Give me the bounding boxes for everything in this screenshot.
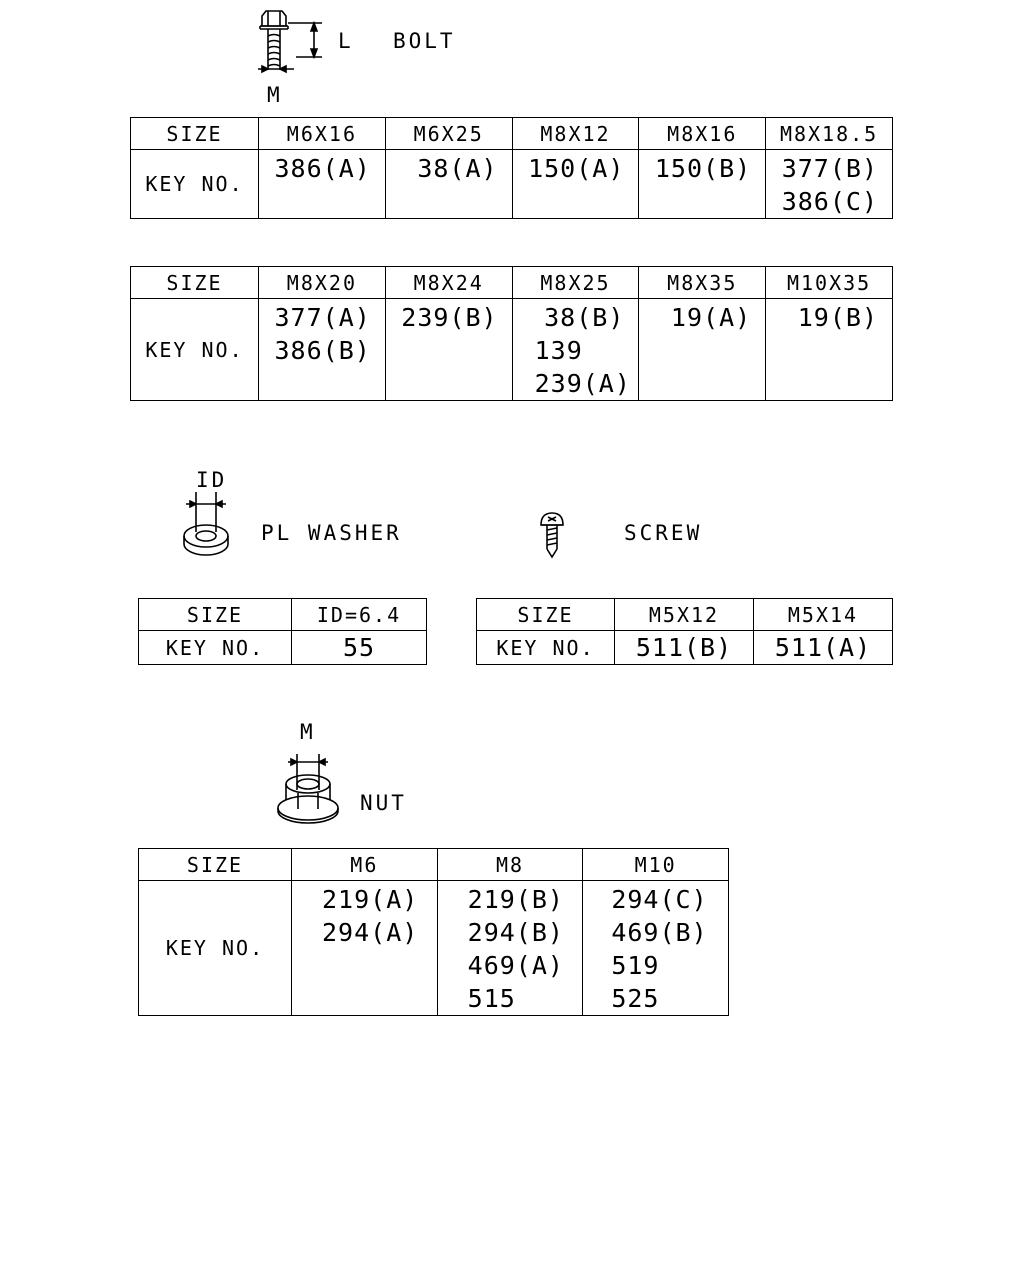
- key-value: 219(A): [322, 885, 419, 914]
- size-cell: M8X25: [511, 266, 640, 299]
- key-cell: 150(B): [638, 149, 767, 219]
- key-cell: 239(B): [384, 298, 513, 401]
- key-cell: 511(A): [753, 630, 893, 665]
- bolt-table-1: SIZE M6X16 M6X25 M8X12 M8X16 M8X18.5 KEY…: [130, 117, 893, 219]
- size-cell: M10: [582, 848, 729, 881]
- key-cell: 219(B) 294(B) 469(A) 515: [436, 880, 584, 1016]
- key-value: 519: [611, 951, 660, 980]
- key-cell: 19(A): [638, 298, 767, 401]
- size-cell: M8: [436, 848, 584, 881]
- key-cell: 150(A): [511, 149, 640, 219]
- nut-label: NUT: [360, 791, 407, 815]
- bolt-icon: [258, 10, 322, 74]
- key-value: 386(B): [274, 336, 371, 365]
- key-header: KEY NO.: [138, 630, 292, 665]
- bolt-label: BOLT: [393, 29, 456, 53]
- size-header: SIZE: [138, 598, 292, 631]
- key-cell: 294(C) 469(B) 519 525: [582, 880, 729, 1016]
- key-value: 294(C): [611, 885, 708, 914]
- key-value: 55: [342, 633, 376, 662]
- size-header: SIZE: [130, 117, 259, 150]
- screw-label: SCREW: [624, 521, 703, 545]
- size-header: SIZE: [130, 266, 259, 299]
- washer-icon: [183, 492, 229, 556]
- size-cell: M8X20: [258, 266, 386, 299]
- key-value: 139: [534, 336, 583, 365]
- key-cell: 377(A) 386(B): [258, 298, 386, 401]
- key-value: 386(C): [781, 187, 878, 216]
- key-value: 469(A): [467, 951, 564, 980]
- size-header: SIZE: [476, 598, 615, 631]
- key-value: 294(A): [322, 918, 419, 947]
- washer-label: PL WASHER: [261, 521, 402, 545]
- bolt-thread-label: M: [267, 83, 283, 107]
- key-header: KEY NO.: [130, 149, 259, 219]
- size-cell: M10X35: [765, 266, 893, 299]
- key-cell: 377(B) 386(C): [765, 149, 893, 219]
- key-value: 515: [467, 984, 516, 1013]
- key-value: 19(A): [670, 303, 752, 332]
- size-cell: M8X35: [638, 266, 767, 299]
- bolt-table-2: SIZE M8X20 M8X24 M8X25 M8X35 M10X35 KEY …: [130, 266, 893, 401]
- key-value: 239(A): [534, 369, 631, 398]
- screw-icon: [540, 512, 564, 559]
- washer-id-label: ID: [196, 468, 228, 492]
- key-value: 150(A): [528, 154, 625, 183]
- key-value: 377(B): [781, 154, 878, 183]
- key-cell: 386(A): [258, 149, 386, 219]
- nut-dim-label: M: [300, 720, 316, 744]
- key-value: 150(B): [654, 154, 752, 183]
- size-header: SIZE: [138, 848, 292, 881]
- size-cell: M8X18.5: [765, 117, 893, 150]
- key-value: 219(B): [467, 885, 564, 914]
- size-cell: M8X24: [384, 266, 513, 299]
- size-cell: M6: [291, 848, 438, 881]
- size-cell: M5X14: [753, 598, 893, 631]
- key-value: 525: [611, 984, 660, 1013]
- key-header: KEY NO.: [138, 880, 292, 1016]
- key-value: 377(A): [274, 303, 371, 332]
- size-cell: M6X16: [258, 117, 386, 150]
- key-cell: 38(A): [384, 149, 513, 219]
- key-value: 511(A): [774, 633, 872, 662]
- size-cell: ID=6.4: [291, 598, 427, 631]
- key-cell: 511(B): [614, 630, 754, 665]
- key-value: 38(A): [417, 154, 498, 183]
- key-value: 469(B): [611, 918, 708, 947]
- key-header: KEY NO.: [130, 298, 259, 401]
- key-value: 239(B): [401, 303, 498, 332]
- key-value: 511(B): [635, 633, 733, 662]
- key-value: 294(B): [467, 918, 564, 947]
- nut-table: SIZE M6 M8 M10 KEY NO. 219(A) 294(A) 219(…: [138, 848, 729, 1016]
- key-cell: 219(A) 294(A): [291, 880, 438, 1016]
- key-value: 386(A): [274, 154, 371, 183]
- size-cell: M6X25: [384, 117, 513, 150]
- washer-table: SIZE ID=6.4 KEY NO. 55: [138, 598, 427, 665]
- key-header: KEY NO.: [476, 630, 615, 665]
- bolt-length-label: L: [338, 29, 354, 53]
- key-value: 38(B): [544, 303, 625, 332]
- nut-icon: [277, 754, 339, 824]
- key-cell: 38(B) 139 239(A): [511, 298, 640, 401]
- key-value: 19(B): [797, 303, 878, 332]
- size-cell: M5X12: [614, 598, 754, 631]
- key-cell: 55: [291, 630, 427, 665]
- size-cell: M8X16: [638, 117, 767, 150]
- screw-table: SIZE M5X12 M5X14 KEY NO. 511(B) 511(A): [476, 598, 893, 665]
- size-cell: M8X12: [511, 117, 640, 150]
- key-cell: 19(B): [765, 298, 893, 401]
